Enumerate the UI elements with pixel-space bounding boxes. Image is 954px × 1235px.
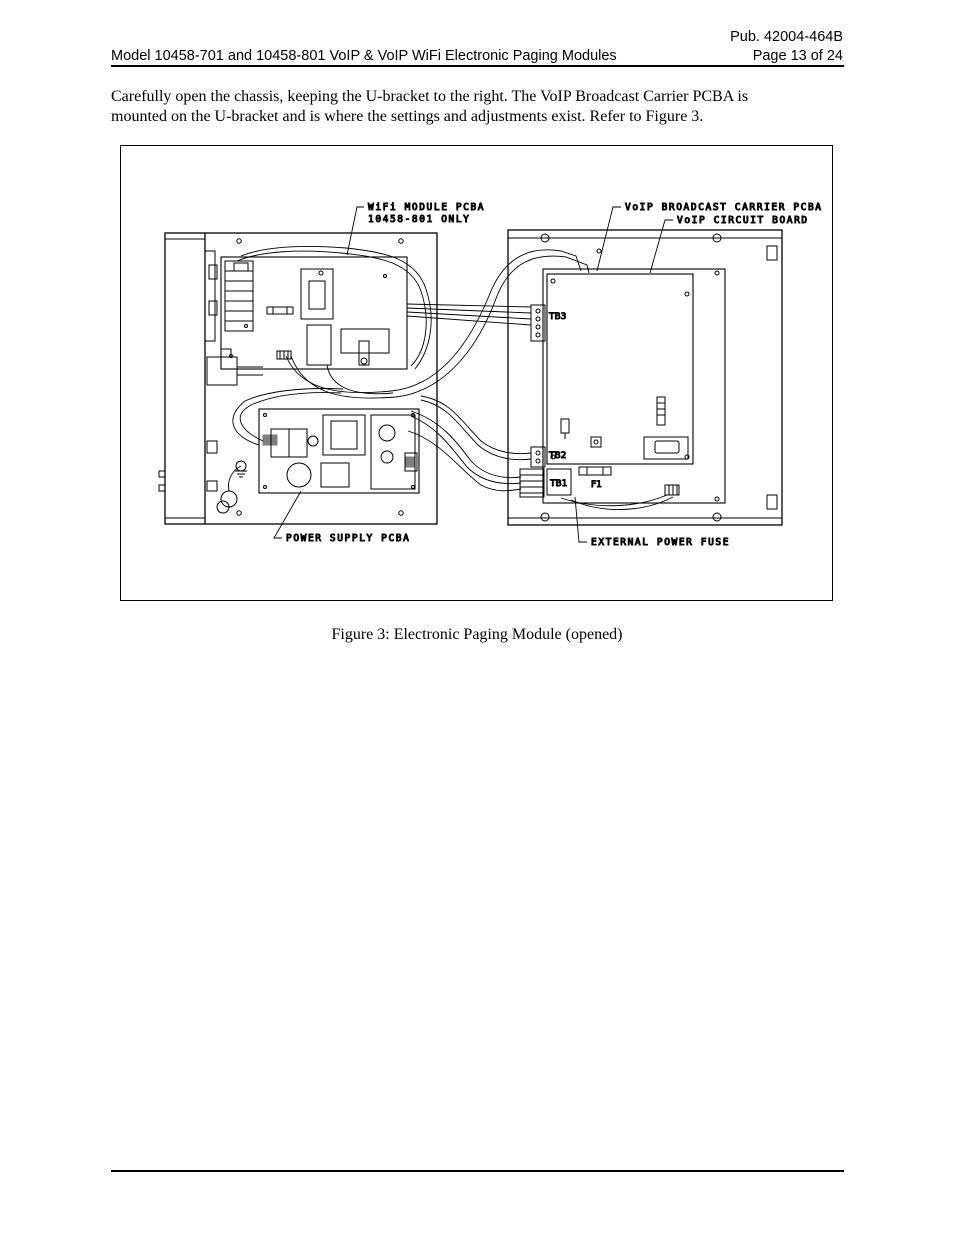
label-power-supply: POWER SUPPLY PCBA bbox=[286, 533, 410, 544]
ground-lug bbox=[206, 440, 247, 514]
leader-lines bbox=[273, 206, 673, 543]
body-paragraph: Carefully open the chassis, keeping the … bbox=[111, 87, 831, 127]
body-line-1: Carefully open the chassis, keeping the … bbox=[111, 88, 749, 105]
publication-number: Pub. 42004-464B bbox=[730, 29, 843, 45]
voip-carrier-pcba bbox=[542, 268, 726, 504]
voip-circuit-board bbox=[546, 273, 694, 465]
power-supply-pcba bbox=[258, 408, 420, 494]
module-diagram: WiFi MODULE PCBA 10458-801 ONLY VoIP BRO… bbox=[158, 202, 823, 549]
body-line-2: mounted on the U-bracket and is where th… bbox=[111, 108, 704, 125]
label-tb1: TB1 bbox=[549, 479, 567, 489]
label-wifi-module: WiFi MODULE PCBA bbox=[368, 202, 485, 213]
header-rule bbox=[111, 65, 844, 67]
wifi-module-pcba bbox=[220, 256, 408, 370]
right-chassis bbox=[507, 229, 783, 526]
document-title: Model 10458-701 and 10458-801 VoIP & VoI… bbox=[111, 48, 617, 64]
label-wifi-only: 10458-801 ONLY bbox=[368, 214, 470, 225]
label-voip-carrier: VoIP BROADCAST CARRIER PCBA bbox=[625, 202, 823, 213]
label-voip-circuit: VoIP CIRCUIT BOARD bbox=[677, 215, 809, 226]
wiring-harness bbox=[228, 246, 674, 510]
figure-caption: Figure 3: Electronic Paging Module (open… bbox=[331, 626, 623, 643]
terminal-blocks bbox=[519, 304, 680, 498]
left-chassis bbox=[158, 232, 438, 525]
label-tb3: TB3 bbox=[548, 312, 566, 322]
label-external-fuse: EXTERNAL POWER FUSE bbox=[591, 537, 730, 548]
label-f1: F1 bbox=[591, 480, 602, 490]
left-wall-connector bbox=[206, 348, 263, 386]
label-tb2: TB2 bbox=[548, 451, 566, 461]
figure-frame: WiFi MODULE PCBA 10458-801 ONLY VoIP BRO… bbox=[120, 145, 833, 601]
page-number: Page 13 of 24 bbox=[752, 48, 843, 64]
footer-rule bbox=[111, 1170, 844, 1172]
